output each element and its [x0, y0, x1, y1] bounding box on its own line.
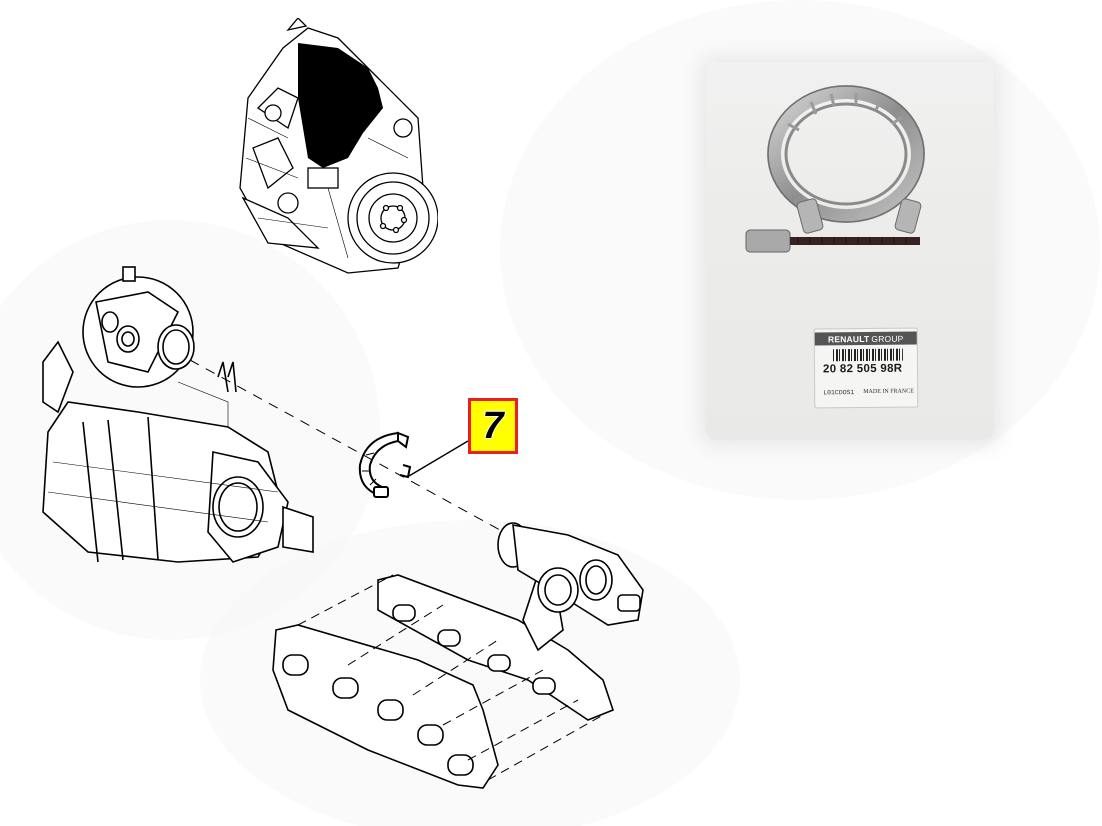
- barcode: [832, 348, 903, 362]
- clamp-photo: [745, 85, 925, 253]
- brand-banner: RENAULT GROUP: [814, 331, 917, 346]
- engine-assembly-drawing: [239, 18, 438, 274]
- country-of-origin: MADE IN FRANCE: [863, 388, 914, 396]
- brand-name: RENAULT: [827, 333, 870, 344]
- product-photo: RENAULT GROUP 20 82 505 98R L01CDOS1 MAD…: [706, 62, 994, 440]
- part-label: RENAULT GROUP 20 82 505 98R L01CDOS1 MAD…: [813, 327, 919, 409]
- turbo-manifold-drawing: [272, 522, 644, 789]
- part-number: 20 82 505 98R: [822, 362, 903, 376]
- callout-item-7[interactable]: 7: [468, 398, 518, 454]
- brand-group: GROUP: [871, 333, 904, 344]
- label-code: L01CDOS1: [823, 389, 855, 397]
- exhaust-clamp-drawing[interactable]: [348, 425, 428, 505]
- callout-number: 7: [482, 405, 504, 447]
